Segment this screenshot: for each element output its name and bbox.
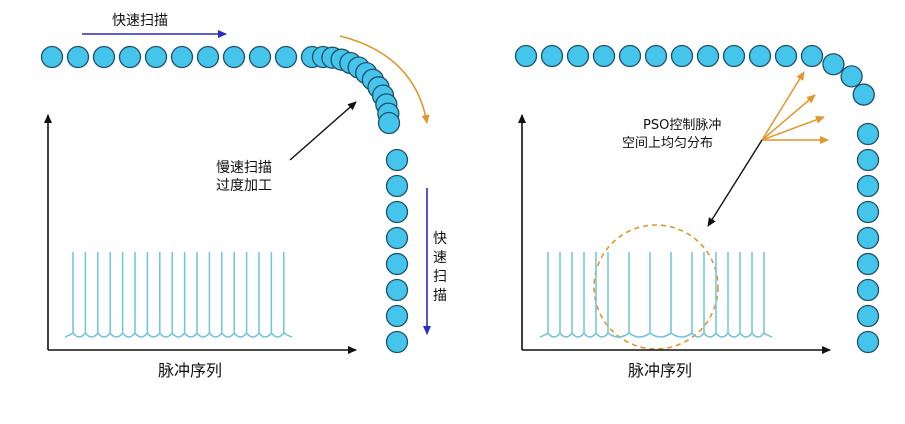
scan-spot (856, 330, 880, 354)
pulse-waveform (539, 252, 773, 338)
scan-spot (856, 200, 880, 224)
scan-spot (385, 278, 409, 302)
right-panel (514, 44, 880, 354)
left-side-fast-scan-label: 快速扫描 (433, 231, 447, 304)
right-x-axis-label: 脉冲序列 (628, 361, 693, 380)
right-scan-spots (514, 44, 880, 354)
scan-spot (385, 330, 409, 354)
scan-spot (852, 83, 875, 106)
scan-spot (592, 44, 616, 68)
scan-spot (856, 252, 880, 276)
scan-spot (696, 44, 720, 68)
scan-spot (222, 45, 246, 69)
scan-spot (118, 45, 142, 69)
scan-spot (274, 45, 298, 69)
right-pulse-train (539, 252, 773, 338)
fan-arrow (761, 71, 805, 141)
left-x-axis-label: 脉冲序列 (158, 361, 223, 380)
scan-spot (618, 44, 642, 68)
scan-spot (856, 278, 880, 302)
left-pulse-train (64, 252, 293, 338)
scan-spot (377, 111, 401, 135)
scan-spot (144, 45, 168, 69)
right-pso-label-line1: PSO控制脉冲 (643, 118, 722, 133)
scan-spot (196, 45, 220, 69)
scan-spot (248, 45, 272, 69)
left-slow-scan-pointer (289, 101, 357, 161)
scan-spot (566, 44, 590, 68)
right-pso-label-line2: 空间上均匀分布 (622, 136, 714, 151)
scan-spot (722, 44, 746, 68)
right-uniform-highlight-circle (593, 224, 719, 350)
left-corner-curve-arrow (339, 35, 430, 124)
scan-spot (800, 44, 824, 68)
scan-spot (856, 304, 880, 328)
right-pso-pointer (707, 139, 763, 227)
scan-spot (514, 44, 538, 68)
scan-spot (170, 45, 194, 69)
scan-spot (66, 45, 90, 69)
scan-spot (748, 44, 772, 68)
left-slow-scan-label-line1: 慢速扫描 (216, 160, 272, 176)
scan-spot (385, 200, 409, 224)
pulse-waveform (64, 252, 293, 338)
scan-spot (856, 148, 880, 172)
scan-spot (856, 122, 880, 146)
scan-spot (385, 252, 409, 276)
right-pso-fan-arrows (761, 71, 829, 144)
scan-spot (840, 65, 863, 88)
left-slow-scan-label-line2: 过度加工 (216, 178, 272, 194)
left-scan-spots (40, 45, 409, 354)
scan-spot (92, 45, 116, 69)
scan-spot (856, 226, 880, 250)
scan-spot (822, 53, 845, 76)
scan-spot (385, 148, 409, 172)
scan-spot (385, 304, 409, 328)
left-panel (40, 30, 431, 354)
scan-spot (385, 226, 409, 250)
scan-spot (774, 44, 798, 68)
scan-spot (670, 44, 694, 68)
scan-spot (40, 45, 64, 69)
scan-spot (540, 44, 564, 68)
scan-spot (856, 174, 880, 198)
left-top-fast-scan-label: 快速扫描 (112, 13, 168, 29)
fan-arrow (761, 94, 816, 141)
scan-spot (644, 44, 668, 68)
scan-spot (385, 174, 409, 198)
fan-arrow (761, 116, 825, 141)
